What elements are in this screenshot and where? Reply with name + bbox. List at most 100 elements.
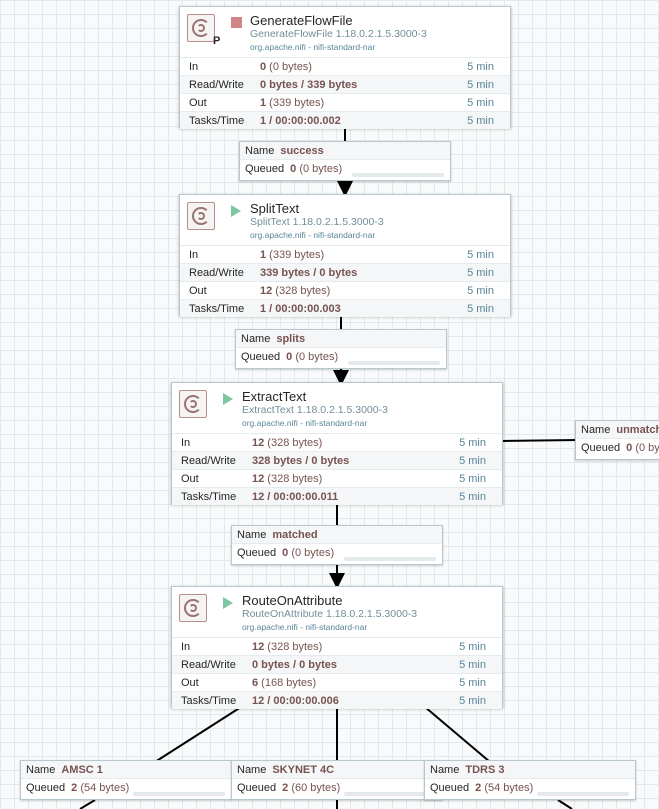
- edge-amsc-out[interactable]: [79, 799, 96, 809]
- conn-name-label: Name: [237, 529, 267, 541]
- processor-bundle: org.apache.nifi - nifi-standard-nar: [250, 42, 376, 52]
- conn-queued-count: 0: [282, 547, 289, 559]
- stat-row-in: In 12 (328 bytes) 5 min: [172, 637, 502, 655]
- conn-queued-count: 2: [282, 782, 289, 794]
- processor-icon: [179, 390, 207, 418]
- conn-queued-count: 2: [71, 782, 78, 794]
- conn-queued-count: 0: [286, 351, 293, 363]
- stat-window: 5 min: [467, 97, 494, 109]
- stat-row-tasks: Tasks/Time 1 / 00:00:00.003 5 min: [180, 299, 510, 317]
- stat-value: 12: [260, 285, 273, 297]
- processor-routeonattribute[interactable]: RouteOnAttribute RouteOnAttribute 1.18.0…: [171, 586, 503, 709]
- connection-amsc-1[interactable]: Name AMSC 1 Queued 2 (54 bytes): [20, 760, 232, 800]
- stat-detail: (328 bytes): [264, 641, 323, 653]
- processor-type: ExtractText 1.18.0.2.1.5.3000-3: [242, 404, 388, 416]
- queue-bar: [348, 361, 440, 365]
- processor-splittext[interactable]: SplitText SplitText 1.18.0.2.1.5.3000-3 …: [179, 194, 511, 317]
- running-icon: [231, 205, 241, 217]
- stat-label: Tasks/Time: [181, 695, 237, 707]
- stat-label: Out: [181, 677, 199, 689]
- conn-queued-label: Queued: [581, 442, 621, 454]
- stat-detail: (0 bytes): [266, 61, 312, 73]
- edge-amsc[interactable]: [154, 706, 242, 763]
- stat-label: In: [181, 641, 191, 653]
- stat-window: 5 min: [459, 641, 486, 653]
- processor-bundle: org.apache.nifi - nifi-standard-nar: [250, 230, 376, 240]
- stat-window: 5 min: [467, 285, 494, 297]
- stat-window: 5 min: [459, 455, 486, 467]
- conn-name: matched: [272, 529, 318, 541]
- running-icon: [223, 597, 233, 609]
- stat-window: 5 min: [459, 437, 486, 449]
- stat-row-tasks: Tasks/Time 12 / 00:00:00.006 5 min: [172, 691, 502, 709]
- stat-window: 5 min: [467, 249, 494, 261]
- processor-extracttext[interactable]: ExtractText ExtractText 1.18.0.2.1.5.300…: [171, 382, 503, 505]
- running-icon: [223, 393, 233, 405]
- stat-value: 1 / 00:00:00.002: [260, 115, 341, 127]
- stat-value: 12 / 00:00:00.011: [252, 491, 339, 503]
- conn-queued-label: Queued: [237, 547, 277, 559]
- stat-value: 1 / 00:00:00.003: [260, 303, 341, 315]
- conn-queued-count: 0: [290, 163, 297, 175]
- edge-unmatched[interactable]: [502, 439, 579, 442]
- stat-value: 12: [252, 641, 265, 653]
- stat-detail: (339 bytes): [266, 249, 325, 261]
- stat-value: 12 / 00:00:00.006: [252, 695, 339, 707]
- processor-generateflowfile[interactable]: P GenerateFlowFile GenerateFlowFile 1.18…: [179, 6, 511, 129]
- conn-name: TDRS 3: [465, 764, 505, 776]
- queue-bar: [352, 173, 444, 177]
- stat-value: 0 bytes / 0 bytes: [252, 659, 337, 671]
- stat-value: 12: [252, 473, 265, 485]
- conn-queued-label: Queued: [26, 782, 66, 794]
- edge-tdrs[interactable]: [424, 706, 491, 763]
- stat-window: 5 min: [459, 695, 486, 707]
- conn-name: unmatched: [616, 424, 659, 436]
- conn-queued-label: Queued: [245, 163, 285, 175]
- conn-name-label: Name: [430, 764, 460, 776]
- stat-detail: (328 bytes): [264, 437, 323, 449]
- conn-name-label: Name: [26, 764, 56, 776]
- stat-detail: (339 bytes): [266, 97, 325, 109]
- conn-name: AMSC 1: [61, 764, 103, 776]
- primary-node-tag: P: [213, 35, 221, 47]
- conn-queued-size: (0 bytes): [296, 163, 343, 175]
- stat-value: 1: [260, 97, 267, 109]
- conn-queued-size: (60 bytes): [288, 782, 341, 794]
- stat-value: 0 bytes / 339 bytes: [260, 79, 358, 91]
- stat-detail: (328 bytes): [272, 285, 331, 297]
- stat-label: Tasks/Time: [189, 303, 245, 315]
- stat-label: Read/Write: [181, 659, 236, 671]
- stat-window: 5 min: [467, 267, 494, 279]
- stat-window: 5 min: [467, 115, 494, 127]
- stat-value: 0: [260, 61, 267, 73]
- conn-queued-size: (54 bytes): [77, 782, 130, 794]
- processor-icon: [187, 14, 215, 42]
- stopped-icon: [231, 17, 242, 28]
- queue-bar: [344, 792, 436, 796]
- conn-queued-label: Queued: [430, 782, 470, 794]
- conn-name-label: Name: [237, 764, 267, 776]
- processor-bundle: org.apache.nifi - nifi-standard-nar: [242, 418, 368, 428]
- queue-bar: [344, 557, 436, 561]
- stat-window: 5 min: [467, 303, 494, 315]
- stat-value: 328 bytes / 0 bytes: [252, 455, 350, 467]
- processor-type: SplitText 1.18.0.2.1.5.3000-3: [250, 216, 384, 228]
- conn-name-label: Name: [245, 145, 275, 157]
- stat-window: 5 min: [459, 659, 486, 671]
- stat-value: 339 bytes / 0 bytes: [260, 267, 358, 279]
- conn-queued-size: (0 bytes): [292, 351, 339, 363]
- edge-tdrs-out[interactable]: [557, 799, 573, 809]
